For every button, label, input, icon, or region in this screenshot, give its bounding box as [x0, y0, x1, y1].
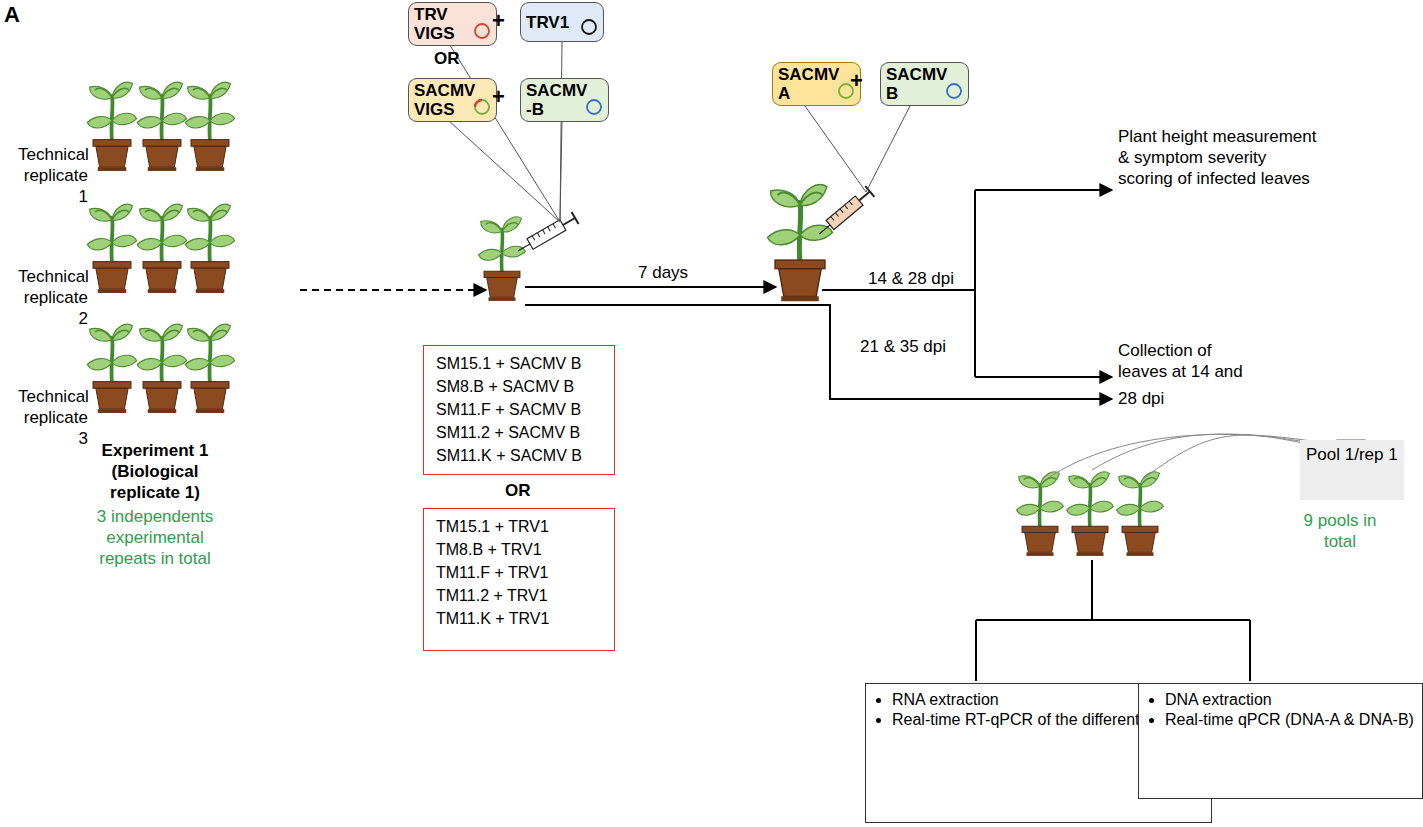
node-text: TM11.F + TRV1 — [436, 561, 602, 584]
method-step: Real-time qPCR (DNA-A & DNA-B) — [1165, 710, 1414, 730]
plant-icon — [1066, 469, 1113, 556]
node-text: TRV VIGS — [414, 5, 472, 43]
node-text: SM8.B + SACMV B — [436, 375, 602, 398]
plasmid-icon — [473, 98, 491, 116]
inoculum-box: TRV1 — [520, 2, 604, 42]
node-text: Pool 1/rep 1 — [1306, 444, 1398, 465]
leader-line — [1045, 434, 1340, 480]
plant-icon — [185, 79, 235, 171]
plasmid-icon — [473, 22, 491, 40]
inoculum-box: SACMV B — [880, 62, 969, 106]
leader-line — [560, 120, 562, 222]
or-label: OR — [434, 48, 460, 69]
flow-line — [525, 286, 776, 288]
treatment-box: TM15.1 + TRV1TM8.B + TRV1TM11.F + TRV1TM… — [423, 508, 615, 651]
leader-line — [805, 106, 866, 192]
experiment-label: Experiment 1 (Biological replicate 1) — [80, 440, 230, 503]
plant-icon — [478, 214, 525, 301]
plant-icon — [137, 321, 187, 413]
node-text: SM11.2 + SACMV B — [436, 421, 602, 444]
plus-sign: + — [492, 10, 505, 31]
plant-icon — [185, 321, 235, 413]
outcome-text: Plant height measurement & symptom sever… — [1118, 126, 1318, 189]
plant-icon — [1116, 469, 1163, 556]
flow-line — [974, 190, 976, 377]
node-text: SM11.K + SACMV B — [436, 444, 602, 467]
replicate-label: Technical replicate 3 — [18, 386, 88, 449]
leader-line — [448, 120, 560, 222]
inoculum-box: SACMV VIGS — [408, 78, 497, 122]
time-label: 7 days — [638, 262, 688, 283]
dashed-arrow — [300, 289, 486, 291]
note-text: 9 pools in total — [1300, 510, 1380, 552]
leader-line — [448, 42, 560, 222]
replicate-label: Technical replicate 1 — [18, 144, 88, 207]
flow-line — [975, 189, 1112, 191]
time-label: 21 & 35 dpi — [860, 336, 946, 357]
node-text: TM8.B + TRV1 — [436, 538, 602, 561]
plasmid-icon — [585, 98, 603, 116]
plus-sign: + — [492, 86, 505, 107]
plasmid-icon — [580, 18, 598, 36]
node-text: SACMV VIGS — [414, 81, 472, 119]
note-text: 3 independents experimental repeats in t… — [80, 506, 230, 569]
replicate-label: Technical replicate 2 — [18, 266, 88, 329]
syringe-icon — [514, 212, 578, 257]
node-text: TRV1 — [526, 13, 569, 32]
leader-line — [560, 42, 562, 222]
method-step: DNA extraction — [1165, 690, 1414, 710]
syringe-icon — [815, 186, 875, 239]
plus-sign: + — [850, 70, 863, 91]
flow-line — [975, 376, 1112, 378]
or-label: OR — [505, 480, 531, 501]
pool-box: Pool 1/rep 1 — [1300, 440, 1404, 500]
panel-letter: A — [4, 4, 20, 25]
plant-icon — [185, 201, 235, 293]
leader-line — [866, 106, 910, 192]
node-text: TM11.2 + TRV1 — [436, 584, 602, 607]
outcome-text: Collection of leaves at 14 and — [1118, 340, 1258, 382]
treatment-box: SM15.1 + SACMV BSM8.B + SACMV BSM11.F + … — [423, 345, 615, 475]
flow-line — [976, 619, 1250, 621]
node-text: TM15.1 + TRV1 — [436, 515, 602, 538]
inoculum-box: TRV VIGS — [408, 2, 497, 46]
inoculum-box: SACMV A — [772, 62, 861, 106]
plant-icon — [767, 180, 833, 301]
method-box: DNA extractionReal-time qPCR (DNA-A & DN… — [1138, 683, 1423, 799]
inoculum-box: SACMV -B — [520, 78, 609, 122]
node-text: SACMV -B — [526, 81, 584, 119]
flow-line — [1249, 620, 1251, 681]
node-text: SM15.1 + SACMV B — [436, 352, 602, 375]
node-text: SACMV B — [886, 65, 944, 103]
time-label: 14 & 28 dpi — [868, 268, 954, 289]
plant-icon — [87, 79, 137, 171]
outcome-text: 28 dpi — [1118, 388, 1164, 409]
node-text: SM11.F + SACMV B — [436, 398, 602, 421]
plant-icon — [1016, 469, 1063, 556]
plant-icon — [87, 201, 137, 293]
flow-line — [975, 620, 977, 681]
plasmid-icon — [945, 82, 963, 100]
node-text: TM11.K + TRV1 — [436, 607, 602, 630]
node-text: SACMV A — [778, 65, 836, 103]
flow-line — [822, 289, 975, 291]
flow-line — [1091, 560, 1093, 620]
plant-icon — [137, 79, 187, 171]
plant-icon — [137, 201, 187, 293]
plant-icon — [87, 321, 137, 413]
